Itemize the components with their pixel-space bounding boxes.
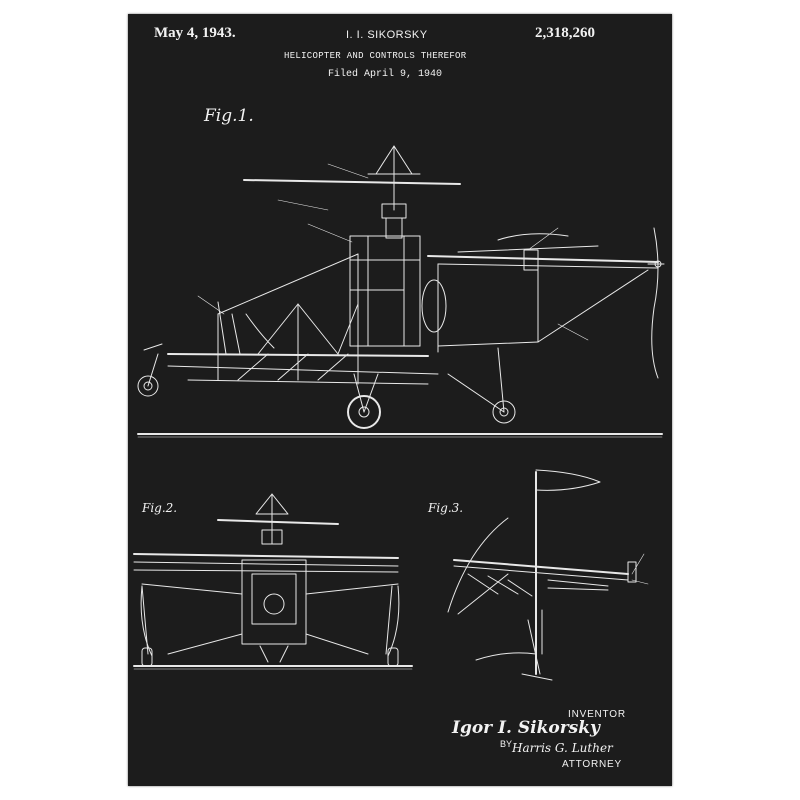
fig3-top-view [447,469,649,681]
patent-title: HELICOPTER AND CONTROLS THEREFOR [284,51,467,61]
fig3-label: Fig.3. [428,501,464,515]
fig1-side-view [137,145,665,438]
inventor-signature: Igor I. Sikorsky [452,718,600,738]
patent-date: May 4, 1943. [154,25,236,41]
inventor-label: INVENTOR [568,709,626,720]
fig2-front-view [133,493,413,670]
fig2-label: Fig.2. [142,501,178,515]
patent-sheet: May 4, 1943. I. I. SIKORSKY 2,318,260 HE… [128,14,672,786]
by-label: BY [500,739,513,749]
attorney-signature: Harris G. Luther [512,741,613,755]
patent-number: 2,318,260 [535,25,595,41]
patent-drawing [133,145,665,681]
fig1-label: Fig.1. [204,106,254,126]
filed-date: Filed April 9, 1940 [328,69,443,80]
attorney-label: ATTORNEY [562,759,622,770]
inventor-short-name: I. I. SIKORSKY [346,29,428,41]
